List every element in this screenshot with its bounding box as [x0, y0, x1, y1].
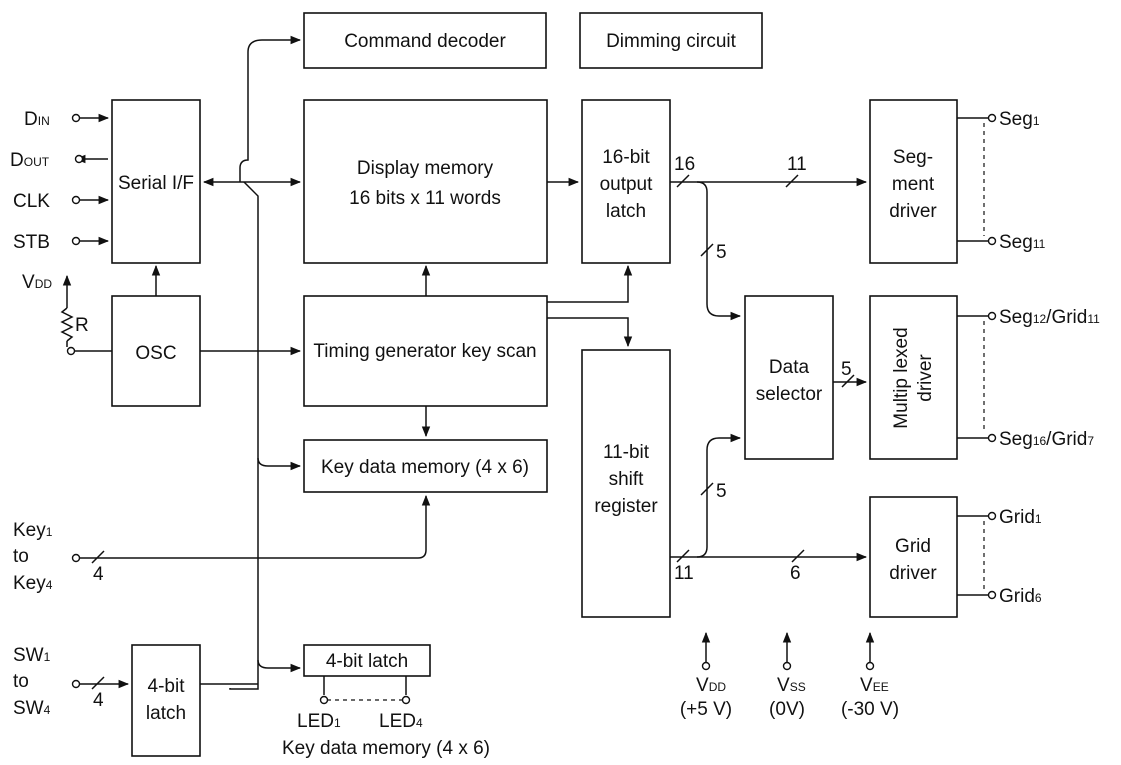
bus-6-grid: 6 [790, 563, 801, 584]
svg-text:Multip lexed: Multip lexed [891, 327, 912, 428]
serial-if-block: Serial I/F [111, 99, 201, 264]
stb-label: STB [13, 232, 50, 253]
multiplexed-driver-block: Multip lexed driver [869, 295, 958, 460]
svg-text:selector: selector [756, 384, 823, 405]
r-label: R [75, 315, 89, 336]
clk-label: CLK [13, 191, 50, 212]
led4-label: LED4 [379, 711, 423, 732]
svg-text:ment: ment [892, 174, 935, 195]
svg-text:Command decoder: Command decoder [344, 31, 506, 52]
pin-terminals [66, 113, 997, 705]
segment-driver-block: Seg- ment driver [869, 99, 958, 264]
bus-16: 16 [674, 154, 695, 175]
pin-labels: DIN DOUT CLK STB VDD R Key1 to Key4 SW1 … [10, 109, 1100, 732]
sw-to-label: to [13, 671, 29, 692]
vdd-bottom-label: VDD [696, 675, 726, 696]
display-memory-block: Display memory 16 bits x 11 words [303, 99, 548, 264]
vss-label: VSS [777, 675, 806, 696]
bus-width-labels: 16 11 5 5 5 11 6 4 4 [93, 154, 852, 711]
dimming-circuit-block: Dimming circuit [579, 12, 763, 69]
seg11-label: Seg11 [999, 232, 1046, 253]
svg-text:4-bit latch: 4-bit latch [326, 651, 408, 672]
svg-text:Grid: Grid [895, 536, 931, 557]
svg-text:Seg-: Seg- [893, 147, 933, 168]
svg-text:16 bits x 11 words: 16 bits x 11 words [349, 188, 501, 209]
bus-11-seg: 11 [787, 154, 807, 175]
timing-generator-block: Timing generator key scan [303, 295, 548, 407]
osc-block: OSC [111, 295, 201, 407]
bus-11-shift: 11 [674, 563, 694, 584]
svg-text:Display memory: Display memory [357, 158, 494, 179]
led-latch-block: 4-bit latch [303, 644, 431, 677]
shift-register-block: 11-bit shift register [581, 349, 671, 618]
seg1-label: Seg1 [999, 109, 1040, 130]
key4-label: Key4 [13, 573, 53, 594]
sw-latch-block: 4-bit latch [131, 644, 201, 757]
command-decoder-block: Command decoder [303, 12, 547, 69]
svg-text:shift: shift [609, 469, 645, 490]
svg-text:Dimming circuit: Dimming circuit [606, 31, 737, 52]
grid-driver-block: Grid driver [869, 496, 958, 618]
data-selector-block: Data selector [744, 295, 834, 460]
svg-text:register: register [594, 496, 658, 517]
svg-text:Data: Data [769, 357, 810, 378]
bus-5-bottom: 5 [716, 481, 727, 502]
bus-5-top: 5 [716, 242, 727, 263]
svg-text:Key data memory (4 x 6): Key data memory (4 x 6) [321, 457, 529, 478]
svg-text:Timing generator key scan: Timing generator key scan [313, 341, 536, 362]
bus-4-key: 4 [93, 564, 104, 585]
svg-text:driver: driver [889, 201, 937, 222]
svg-text:Serial I/F: Serial I/F [118, 173, 194, 194]
grid6-label: Grid6 [999, 586, 1042, 607]
wires [60, 35, 988, 701]
vee-label: VEE [860, 675, 889, 696]
svg-text:16-bit: 16-bit [602, 147, 650, 168]
bus-5-mux: 5 [841, 359, 852, 380]
svg-text:driver: driver [889, 563, 937, 584]
dout-label: DOUT [10, 150, 50, 171]
vdd-top-label: VDD [22, 272, 52, 293]
key1-label: Key1 [13, 520, 53, 541]
output-latch-block: 16-bit output latch [581, 99, 671, 264]
sw1-label: SW1 [13, 645, 51, 666]
grid1-label: Grid1 [999, 507, 1042, 528]
seg12-grid11-label: Seg12/Grid11 [999, 307, 1100, 328]
svg-text:OSC: OSC [135, 343, 176, 364]
led1-label: LED1 [297, 711, 341, 732]
svg-text:output: output [600, 174, 654, 195]
svg-text:driver: driver [915, 354, 936, 402]
svg-text:latch: latch [146, 703, 186, 724]
diagram-caption: Key data memory (4 x 6) [282, 738, 490, 759]
sw4-label: SW4 [13, 698, 51, 719]
svg-text:latch: latch [606, 201, 646, 222]
seg16-grid7-label: Seg16/Grid7 [999, 429, 1094, 450]
vee-value: (-30 V) [841, 699, 899, 720]
svg-text:4-bit: 4-bit [148, 676, 186, 697]
svg-text:11-bit: 11-bit [603, 442, 650, 463]
vdd-bottom-value: (+5 V) [680, 699, 732, 720]
bus-4-sw: 4 [93, 690, 104, 711]
vss-value: (0V) [769, 699, 805, 720]
key-data-memory-block: Key data memory (4 x 6) [303, 439, 548, 493]
din-label: DIN [24, 109, 50, 130]
key-to-label: to [13, 546, 29, 567]
